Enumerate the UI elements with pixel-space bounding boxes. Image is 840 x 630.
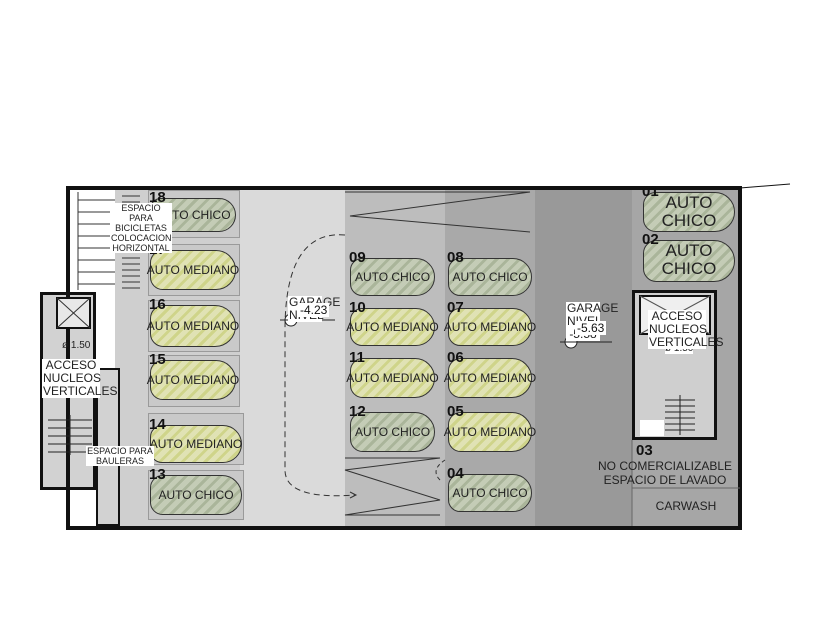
space-type: AUTO CHICO (354, 425, 431, 439)
space-number: 12 (349, 403, 366, 420)
space-number: 08 (447, 249, 464, 266)
car-space-14 (150, 425, 242, 463)
space-number: 01 (642, 183, 659, 200)
space-type: AUTO MEDIANO (443, 371, 537, 385)
space-type: AUTO MEDIANO (146, 319, 240, 333)
car-space-10 (350, 308, 435, 346)
aisle-east (535, 190, 632, 526)
bike-area-label: ESPACIO PARA BICICLETAS COLOCACION HORIZ… (110, 203, 172, 253)
core-left-label: ACCESO NUCLEOS VERTICALES (42, 358, 118, 398)
car-space-12 (350, 412, 435, 452)
level-left-value: -4.23 (298, 303, 330, 317)
space-number: 11 (349, 349, 365, 366)
car-space-11 (350, 358, 435, 398)
car-space-05 (448, 412, 532, 452)
carwash-label: CARWASH (655, 499, 717, 513)
space-number: 02 (642, 231, 659, 248)
space-number: 09 (349, 249, 366, 266)
space-type: AUTO CHICO (661, 193, 717, 230)
car-space-06 (448, 358, 532, 398)
space-number: 16 (149, 296, 166, 313)
space-number: 04 (447, 465, 464, 482)
space-03-number: 03 (636, 442, 653, 459)
space-type: AUTO CHICO (158, 488, 234, 502)
space-type: AUTO MEDIANO (146, 373, 240, 387)
space-number: 10 (349, 299, 366, 316)
space-type: AUTO MEDIANO (346, 320, 439, 334)
space-type: AUTO MEDIANO (346, 371, 439, 385)
space-number: 13 (149, 466, 166, 483)
car-space-15 (150, 360, 236, 400)
core-left-diameter: ø 1.50 (62, 340, 91, 351)
space-type: AUTO MEDIANO (146, 263, 240, 277)
space-type: AUTO MEDIANO (149, 437, 243, 451)
space-number: 15 (149, 351, 166, 368)
car-space-09 (350, 258, 435, 296)
ramp-driveway (240, 190, 345, 526)
car-space-01 (643, 192, 735, 232)
storage-area-label: ESPACIO PARA BAULERAS (86, 446, 154, 466)
space-number: 06 (447, 349, 464, 366)
space-type: AUTO CHICO (452, 270, 528, 284)
car-space-16 (150, 305, 236, 347)
space-number: 14 (149, 416, 166, 433)
space-type: AUTO CHICO (661, 241, 717, 278)
level-right-value: -5.63 (575, 321, 607, 335)
space-type: AUTO MEDIANO (443, 425, 537, 439)
space-03-line1: NO COMERCIALIZABLE (597, 459, 733, 473)
car-space-07 (448, 308, 532, 346)
car-space-13 (150, 475, 242, 515)
space-03-line2: ESPACIO DE LAVADO (603, 473, 727, 487)
car-space-17 (150, 250, 236, 290)
space-type: AUTO CHICO (354, 270, 431, 284)
space-type: AUTO MEDIANO (443, 320, 537, 334)
space-number: 18 (149, 189, 166, 206)
space-number: 07 (447, 299, 464, 316)
car-space-02 (643, 240, 735, 282)
car-space-08 (448, 258, 532, 296)
space-type: AUTO CHICO (155, 208, 231, 222)
core-right-label: ACCESO NUCLEOS VERTICALES (648, 309, 724, 349)
space-type: AUTO CHICO (452, 486, 528, 500)
car-space-04 (448, 474, 532, 512)
space-number: 05 (447, 403, 464, 420)
